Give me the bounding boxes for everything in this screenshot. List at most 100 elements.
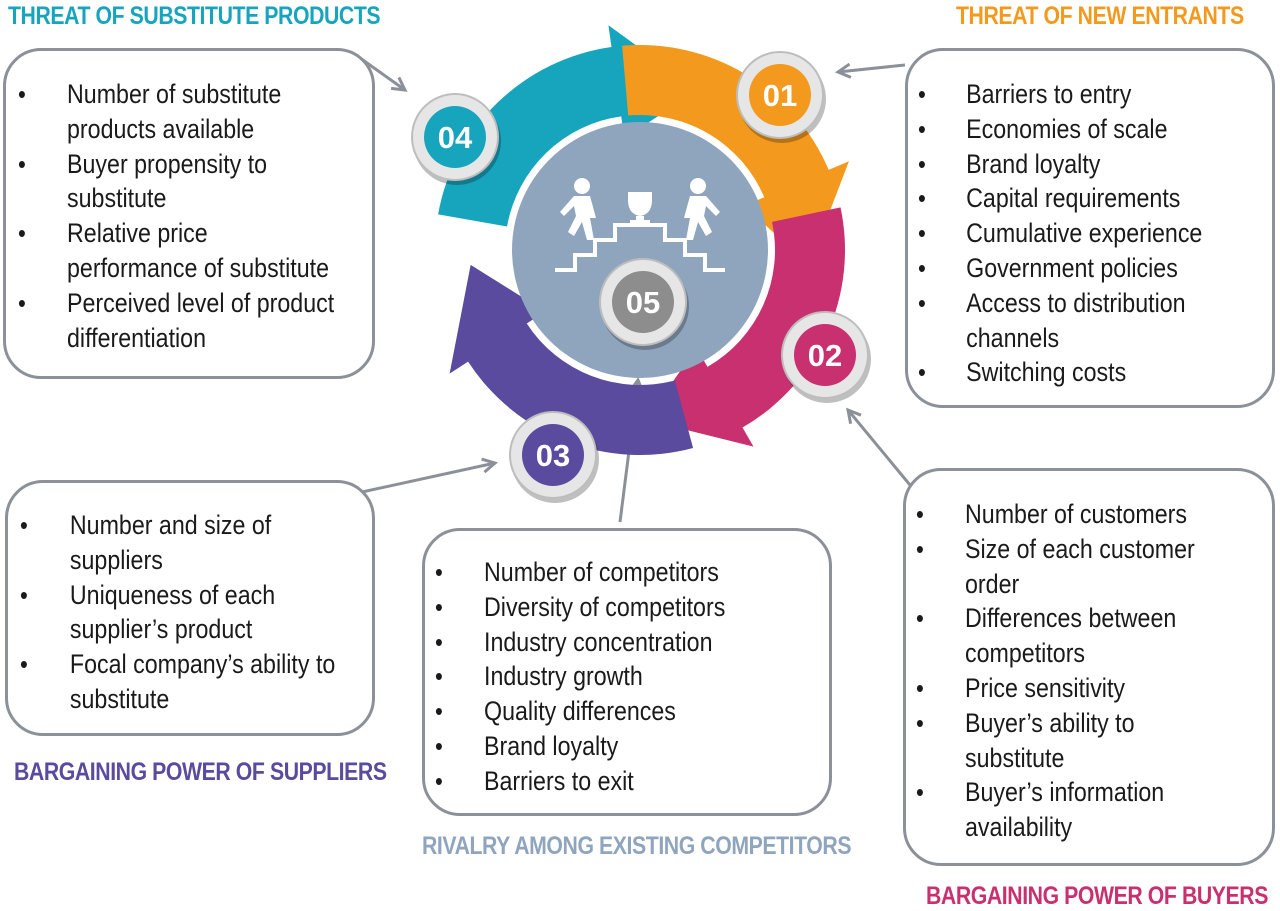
cycle-arrow-3: [449, 264, 694, 456]
list-item: differentiation: [18, 321, 322, 356]
list-item: •Buyer propensity to: [18, 147, 322, 182]
list-item: •Focal company’s ability to: [20, 647, 335, 682]
list-item-text: Buyer propensity to: [67, 148, 268, 179]
list-item: substitute: [18, 181, 322, 216]
bullet-icon: •: [916, 777, 924, 808]
list-item-text: substitute: [67, 183, 167, 214]
title-buyers: BARGAINING POWER OF BUYERS: [926, 882, 1268, 910]
list-item: competitors: [916, 636, 1222, 671]
bullet-icon: •: [435, 696, 443, 727]
box-buyers: •Number of customers•Size of each custom…: [903, 468, 1275, 866]
bullet-icon: •: [916, 603, 924, 634]
list-item-text: competitors: [965, 638, 1086, 669]
trophy-icon: [628, 192, 652, 225]
list-item-text: Buyer’s information: [965, 777, 1165, 808]
list-item-text: Size of each customer: [965, 533, 1195, 564]
list-item: •Number of competitors: [435, 555, 774, 590]
list-item-text: Focal company’s ability to: [69, 649, 336, 680]
list-item-text: products available: [67, 113, 255, 144]
list-item-text: Uniqueness of each: [69, 579, 276, 610]
person-left-body-icon: [560, 196, 596, 240]
list-item: •Number and size of: [20, 508, 323, 543]
list-item: • Buyer’s information: [916, 775, 1222, 810]
list-item: • Barriers to exit: [435, 764, 774, 799]
badge-suppliers: [522, 424, 584, 486]
list-item-text: Switching costs: [966, 357, 1127, 388]
bullet-icon: •: [18, 218, 26, 249]
list-item: suppliers: [20, 543, 323, 578]
list-item: •Economies of scale: [918, 112, 1222, 147]
bullet-icon: •: [435, 591, 443, 622]
list-item: order: [916, 567, 1222, 602]
list-item-text: Brand loyalty: [966, 148, 1101, 179]
list-item: •Buyer’s ability to: [916, 706, 1222, 741]
arrow-head-icon: [846, 407, 862, 425]
list-item: • Brand loyalty: [435, 729, 774, 764]
bullet-icon: •: [916, 533, 924, 564]
list-item-text: Barriers to exit: [484, 765, 634, 796]
cycle-arrow-1: [622, 44, 849, 265]
list-item: • Price sensitivity: [916, 671, 1222, 706]
bullet-icon: •: [916, 672, 924, 703]
list-item: substitute: [20, 682, 323, 717]
list-item: •Brand loyalty: [918, 147, 1222, 182]
bullet-icon: •: [918, 79, 926, 109]
badge-new-entrants: [749, 64, 811, 126]
title-new-entrants: THREAT OF NEW ENTRANTS: [956, 2, 1244, 30]
list-item-text: order: [965, 568, 1020, 599]
bullet-icon: •: [18, 287, 26, 318]
list-item-text: Capital requirements: [966, 183, 1181, 214]
list-item-text: Perceived level of product: [67, 287, 335, 318]
list-item: •Capital requirements: [918, 181, 1222, 216]
badge-number: 04: [438, 120, 473, 155]
list-item: •Industry growth: [435, 659, 774, 694]
arrow-head-icon: [481, 457, 499, 474]
list-item-text: Price sensitivity: [965, 672, 1126, 703]
list-item: • Number of substitute: [18, 77, 322, 112]
list-item: • Quality differences: [435, 694, 774, 729]
list-item: •Differences between: [916, 601, 1222, 636]
list-item-text: Cumulative experience: [966, 218, 1203, 249]
list-item-text: differentiation: [67, 322, 207, 353]
bullet-icon: •: [918, 252, 926, 283]
list-item-text: Economies of scale: [966, 113, 1168, 144]
list-item-text: substitute: [69, 683, 170, 714]
bullet-icon: •: [435, 626, 443, 657]
list-item: availability: [916, 810, 1222, 845]
bullet-icon: •: [435, 730, 443, 761]
bullet-icon: •: [435, 765, 443, 796]
list-item-text: Buyer’s ability to: [965, 707, 1135, 738]
title-suppliers: BARGAINING POWER OF SUPPLIERS: [14, 758, 387, 786]
list-item: •Industry concentration: [435, 625, 774, 660]
list-item-text: Number and size of: [69, 510, 272, 540]
list-item: • Size of each customer: [916, 532, 1222, 567]
badge-number: 05: [626, 285, 660, 320]
list-item-text: supplier’s product: [69, 614, 253, 645]
badge-rivalry: [612, 271, 674, 333]
connector-line: [846, 409, 912, 486]
box-new-entrants: •Barriers to entry•Economies of scale•Br…: [905, 48, 1275, 408]
list-item: • Perceived level of product: [18, 286, 334, 321]
list-item: •Relative price: [18, 216, 322, 251]
arrow-head-icon: [390, 76, 408, 92]
list-item-text: performance of substitute: [67, 252, 330, 283]
person-left-icon: [574, 178, 590, 194]
bullet-icon: •: [918, 218, 926, 249]
arrow-head-icon: [834, 62, 852, 79]
list-item-text: Brand loyalty: [484, 730, 619, 761]
list-item-text: Number of substitute: [67, 79, 282, 109]
list-item-text: Barriers to entry: [966, 79, 1132, 109]
list-item-text: substitute: [965, 742, 1065, 773]
badge-number: 02: [808, 338, 842, 373]
list-item: •Switching costs: [918, 355, 1222, 390]
list-item: performance of substitute: [18, 251, 329, 286]
bullet-icon: •: [918, 287, 926, 318]
list-item: •Government policies: [918, 251, 1222, 286]
bullet-icon: •: [18, 79, 26, 109]
list-item: substitute: [916, 741, 1222, 776]
list-item-text: Quality differences: [484, 696, 676, 727]
list-item-text: Industry growth: [484, 661, 643, 692]
